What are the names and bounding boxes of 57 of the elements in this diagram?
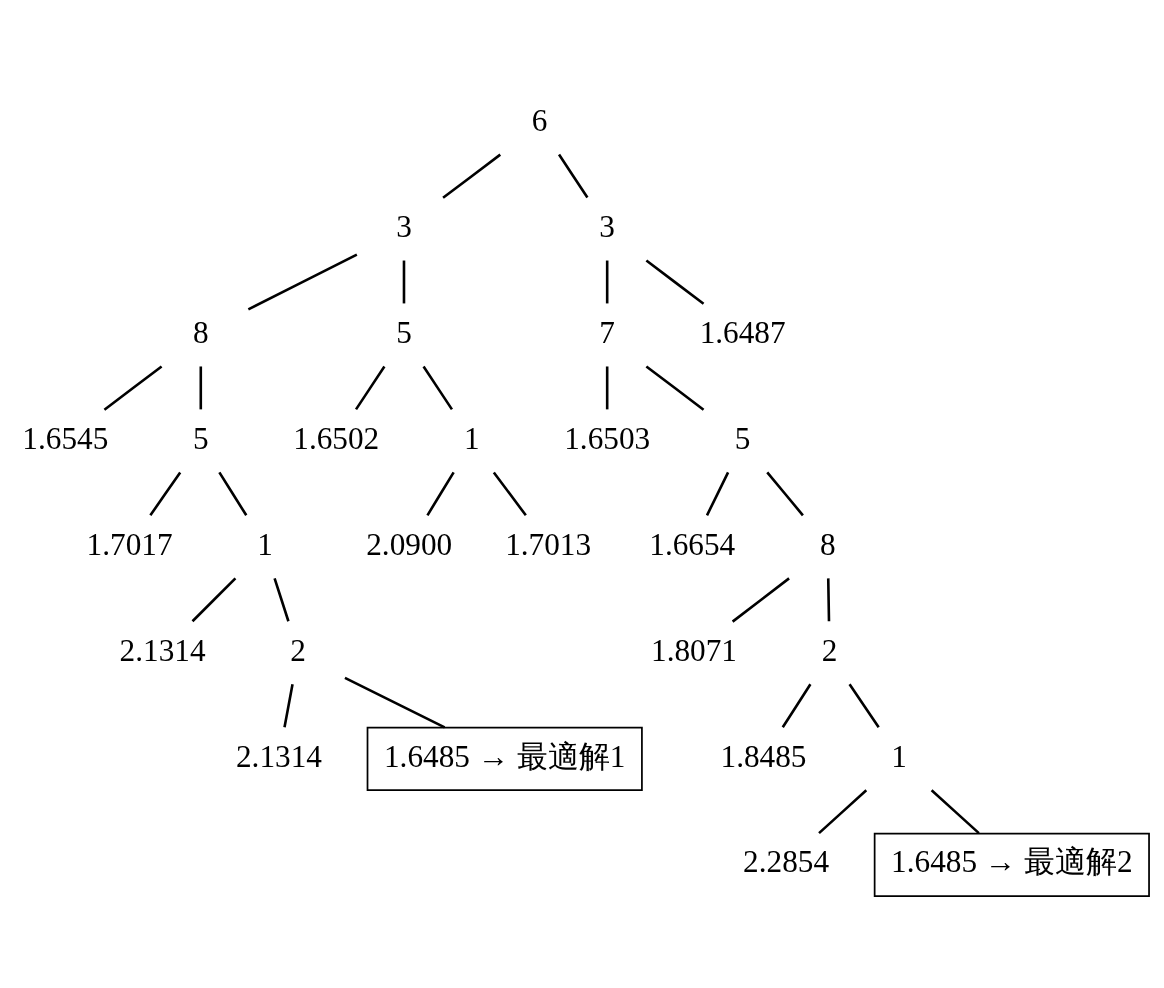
connector (442, 153, 502, 199)
connector (283, 684, 294, 728)
node-text: 2 (821, 632, 838, 668)
connector (826, 578, 831, 622)
connector (731, 577, 790, 623)
connector (705, 471, 730, 516)
node-text: 1 (257, 526, 273, 562)
node-text: 2.1314 (119, 632, 206, 668)
connector (103, 365, 163, 411)
connector (818, 789, 868, 835)
node-text: 1.6502 (293, 420, 380, 456)
connector (645, 259, 705, 305)
connector (645, 365, 705, 411)
connector (344, 676, 446, 729)
connector (492, 471, 527, 517)
connector (191, 577, 237, 623)
node-text: 2 (290, 632, 306, 668)
node-text: 5 (192, 420, 209, 456)
connector (605, 366, 609, 410)
node-text: 7 (599, 314, 615, 350)
connector (247, 253, 358, 311)
connector (354, 365, 386, 411)
connector (557, 153, 589, 199)
connector (149, 471, 182, 517)
node-text: 1.6487 (699, 314, 786, 350)
node-text: 8 (192, 314, 209, 350)
node-text: 1 (891, 738, 907, 774)
connector (605, 260, 609, 304)
node-text: 1.7013 (505, 526, 592, 562)
node-text: 8 (819, 526, 836, 562)
node-text: 1.8071 (651, 632, 737, 668)
node-text: 3 (396, 208, 412, 244)
node-box: 1.6485 → 最適解2 (873, 832, 1150, 897)
node-text: 3 (599, 208, 615, 244)
connector (218, 471, 248, 516)
connector (766, 471, 804, 517)
node-text: 2.2854 (743, 844, 830, 880)
connector (422, 365, 454, 411)
node-text: 1.7017 (86, 526, 173, 562)
node-text: 1.6503 (564, 420, 651, 456)
node-text: 1.8485 (720, 738, 807, 774)
node-text: 1.6545 (22, 420, 109, 456)
connector (426, 471, 455, 516)
connector (199, 366, 203, 410)
connector (848, 683, 880, 728)
connector (930, 789, 980, 835)
node-text: 5 (734, 420, 751, 456)
node-text: 6 (531, 102, 548, 138)
node-box: 1.6485 → 最適解1 (366, 726, 643, 791)
node-text: 2.1314 (235, 738, 322, 774)
node-text: 1.6654 (649, 526, 736, 562)
node-text: 2.0900 (366, 526, 453, 562)
connector (781, 683, 812, 728)
node-text: 1 (463, 420, 480, 456)
node-text: 5 (396, 314, 412, 350)
connector (273, 577, 290, 622)
connector (402, 260, 406, 304)
